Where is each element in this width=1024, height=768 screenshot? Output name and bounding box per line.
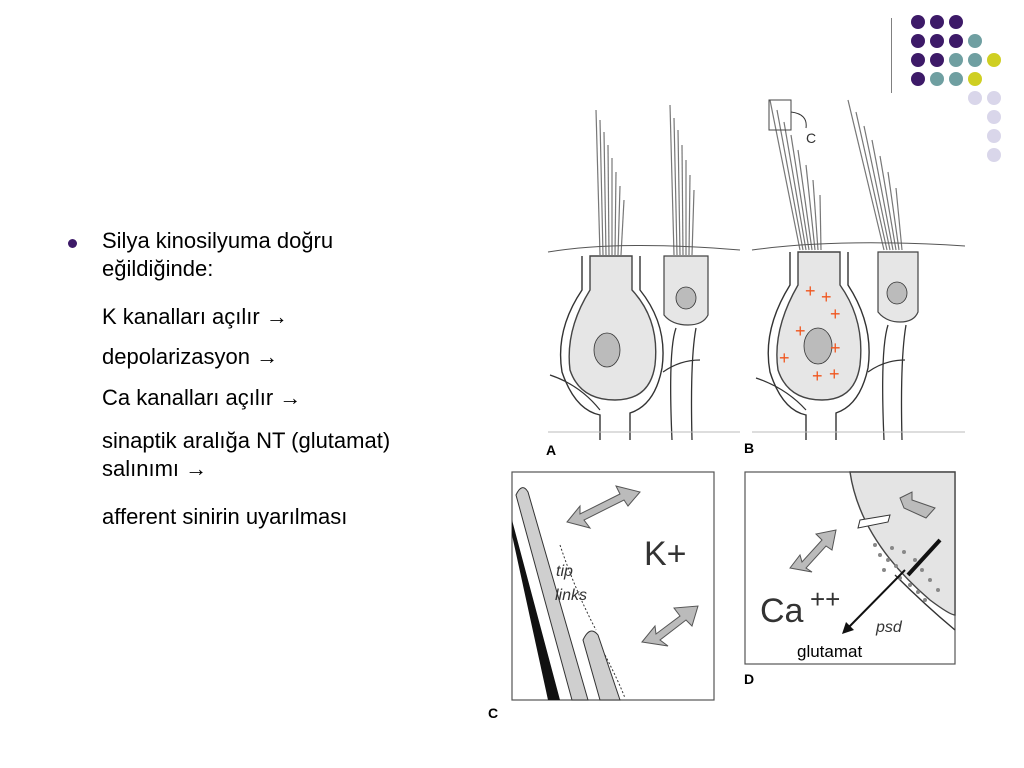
stereocilia-bundle-b1 xyxy=(769,99,822,251)
decorative-dot xyxy=(911,53,925,67)
decorative-dot xyxy=(987,110,1001,124)
glutamat-label: glutamat xyxy=(797,642,862,661)
decorative-dot xyxy=(911,15,925,29)
bullet-line-7: salınımı → xyxy=(102,456,208,481)
bullet-line-3: K kanalları açılır → xyxy=(102,304,288,329)
decorative-dot xyxy=(968,53,982,67)
decorative-dot xyxy=(949,72,963,86)
glutamat-arrow-line xyxy=(847,569,906,629)
tip-label: tip xyxy=(556,563,573,580)
panel-c: tip links K+ C xyxy=(488,471,715,721)
decorative-dot xyxy=(930,53,944,67)
decorative-dot xyxy=(987,129,1001,143)
panel-d: Ca ++ psd glutamat D xyxy=(744,471,956,687)
decorative-dot xyxy=(968,34,982,48)
nucleus-a2 xyxy=(675,286,697,310)
decorative-dot xyxy=(911,34,925,48)
calcium-ion-label: Ca xyxy=(760,592,804,630)
decorative-dot xyxy=(968,72,982,86)
zoom-box-c xyxy=(768,99,792,131)
calcium-channel xyxy=(857,514,891,529)
plus-sign: + xyxy=(830,338,841,358)
stereocilium-tall xyxy=(515,487,589,701)
bullet-line-6: sinaptik aralığa NT (glutamat) xyxy=(102,428,391,453)
decorative-dot xyxy=(930,15,944,29)
plus-sign: + xyxy=(805,281,816,301)
callout-label-c: C xyxy=(806,130,816,146)
panel-label-c: C xyxy=(488,705,498,721)
plus-sign: + xyxy=(779,348,790,368)
plus-sign: + xyxy=(795,321,806,341)
ion-flow-arrow-lower xyxy=(641,605,699,647)
glutamat-arrow-head xyxy=(842,622,854,634)
calcium-charge-label: ++ xyxy=(810,584,840,614)
tip-link-2 xyxy=(604,654,626,699)
synaptic-vesicles xyxy=(873,543,940,602)
stereocilium-short xyxy=(582,630,621,701)
decorative-dot xyxy=(949,15,963,29)
bullet-line-2: eğildiğinde: xyxy=(102,256,214,281)
decorative-dot xyxy=(968,91,982,105)
hair-cell-type1-b xyxy=(776,251,862,401)
decorative-dot xyxy=(987,91,1001,105)
hair-cell-type1-a xyxy=(568,255,657,401)
support-line-a xyxy=(549,359,701,411)
nerve-fiber-a xyxy=(670,327,697,441)
decorative-dot xyxy=(911,72,925,86)
decorative-dot xyxy=(987,148,1001,162)
psd-label: psd xyxy=(875,619,903,636)
panel-label-b: B xyxy=(744,440,754,456)
nucleus-b1 xyxy=(803,327,833,365)
panel-label-a: A xyxy=(546,442,556,458)
calyx-ending-a xyxy=(559,256,664,440)
potassium-ion-label: K+ xyxy=(644,535,687,573)
ion-flow-arrow-upper xyxy=(566,485,641,529)
panel-label-d: D xyxy=(744,671,754,687)
plus-sign: + xyxy=(812,366,823,386)
apical-surface-a xyxy=(547,244,741,253)
plus-sign: + xyxy=(821,287,832,307)
links-label: links xyxy=(555,587,587,604)
ion-flow-arrow-lower-d xyxy=(789,529,837,573)
stereocilia-bundle-a1 xyxy=(595,109,625,256)
apical-surface-b xyxy=(751,242,966,251)
decorative-dot xyxy=(987,53,1001,67)
panel-b: C + + + + + + + + B xyxy=(744,99,966,456)
ion-flow-arrow-upper-d xyxy=(899,491,936,519)
decorative-divider-line xyxy=(891,18,892,93)
decorative-dot xyxy=(949,53,963,67)
calyx-ending-b xyxy=(767,252,870,440)
bullet-dot xyxy=(68,239,77,248)
bullet-line-4: depolarizasyon → xyxy=(102,344,279,369)
callout-arrow xyxy=(790,111,807,129)
decorative-dot-grid xyxy=(911,15,1001,162)
plus-sign: + xyxy=(830,304,841,324)
panel-a: A xyxy=(546,104,741,458)
decorative-dot xyxy=(930,34,944,48)
stereocilia-bundle-a2 xyxy=(669,104,695,256)
postsynaptic-membrane xyxy=(894,574,956,631)
tip-link xyxy=(559,544,597,631)
bullet-line-5: Ca kanalları açılır → xyxy=(102,385,302,410)
synaptic-ribbon xyxy=(906,538,942,577)
plus-sign: + xyxy=(829,364,840,384)
bullet-line-8: afferent sinirin uyarılması xyxy=(102,504,348,529)
decorative-dot xyxy=(949,34,963,48)
stereocilia-bundle-b2 xyxy=(847,99,903,251)
support-line-b xyxy=(755,359,906,411)
nucleus-b2 xyxy=(886,281,908,305)
nucleus-a1 xyxy=(593,332,621,368)
bullet-line-1: Silya kinosilyuma doğru xyxy=(102,228,334,253)
cation-influx-signs: + + + + + + + + xyxy=(779,281,841,386)
nerve-fiber-b xyxy=(882,324,907,441)
decorative-dot xyxy=(930,72,944,86)
cilium-dark-membrane xyxy=(512,520,560,700)
